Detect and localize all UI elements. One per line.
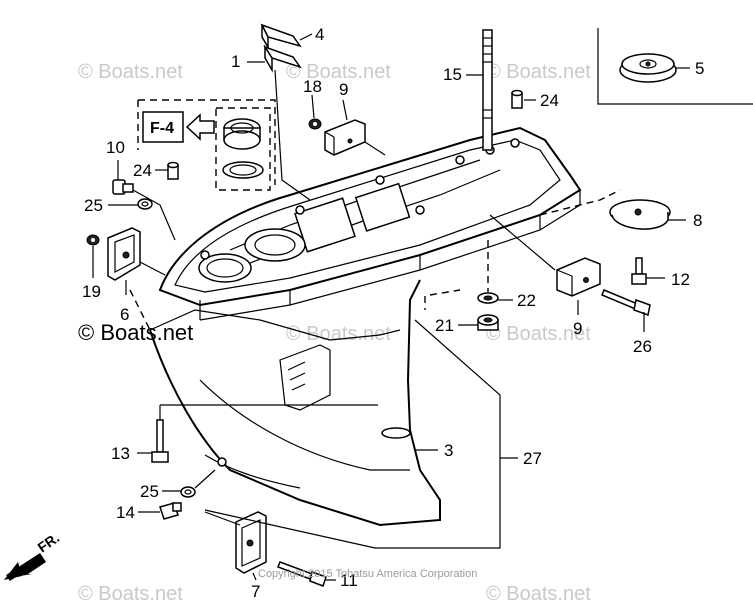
front-indicator: FR.	[35, 529, 63, 555]
part-14-bolt	[159, 502, 182, 520]
callout-27: 27	[523, 449, 542, 468]
callout-19: 19	[82, 282, 101, 301]
part-4-block-side	[261, 24, 269, 50]
part-13-bolt	[151, 419, 169, 463]
watermark: © Boats.net	[486, 61, 591, 83]
front-arrow-icon	[4, 553, 46, 581]
f4-reference-box: F-4	[137, 99, 276, 191]
callout-5: 5	[695, 59, 704, 78]
callout-24: 24	[540, 91, 559, 110]
callout-13: 13	[111, 444, 130, 463]
outline-dash	[129, 289, 151, 331]
part-10-bolt	[112, 179, 134, 195]
watermark: © Boats.net	[286, 323, 391, 345]
part-8-anode	[609, 199, 671, 230]
upper-plate	[158, 126, 582, 321]
part-12-bolt	[631, 257, 647, 285]
part-25-washer	[137, 198, 153, 210]
callout-1: 1	[231, 52, 240, 71]
callout-9: 9	[573, 319, 582, 338]
part-7-plate	[235, 511, 267, 574]
part-9-block-right	[556, 257, 601, 297]
callout-4: 4	[315, 25, 324, 44]
callout-3: 3	[444, 441, 453, 460]
part-11-bolt	[277, 561, 327, 587]
part-1-block-side	[264, 44, 273, 73]
copyright-text: Copyright 2015 Tohatsu America Corporati…	[258, 568, 477, 580]
part-24-pin-left	[167, 161, 179, 180]
callout-24: 24	[133, 161, 152, 180]
part-5-anode	[619, 53, 677, 83]
part-6-plate	[107, 227, 141, 295]
part-15-stud	[482, 29, 493, 151]
callout-11: 11	[340, 571, 358, 590]
outline-dash	[539, 189, 621, 216]
watermark: © Boats.net	[486, 583, 591, 605]
part-22-washer	[477, 292, 499, 304]
watermark: © Boats.net	[286, 61, 391, 83]
watermark: © Boats.net	[78, 61, 183, 83]
watermark: © Boats.net	[486, 323, 591, 345]
callout-22: 22	[517, 291, 536, 310]
callout-6: 6	[120, 305, 129, 324]
callout-15: 15	[443, 65, 462, 84]
callout-18: 18	[303, 77, 322, 96]
gear-case-housing	[149, 279, 441, 527]
bracket-27	[204, 319, 501, 549]
watermark: © Boats.net	[78, 320, 193, 345]
part-19-nut	[86, 234, 100, 246]
callout-7: 7	[251, 582, 260, 601]
callout-9: 9	[339, 80, 348, 99]
reference-label: F-4	[150, 120, 174, 137]
part-21-nut	[477, 314, 499, 331]
callout-8: 8	[693, 211, 702, 230]
part-9-block-upper	[324, 119, 366, 156]
part-26-bolt	[601, 289, 651, 316]
part-24-pin	[511, 89, 523, 109]
part-25-washer-lower	[180, 486, 196, 498]
watermark: © Boats.net	[78, 583, 183, 605]
callout-26: 26	[633, 337, 652, 356]
callout-25: 25	[140, 482, 159, 501]
callout-12: 12	[671, 270, 690, 289]
callout-10: 10	[106, 138, 125, 157]
callout-21: 21	[435, 316, 454, 335]
callout-14: 14	[116, 503, 135, 522]
callout-25: 25	[84, 196, 103, 215]
part-5-frame	[597, 28, 753, 105]
part-18-nut	[308, 118, 322, 130]
outline-dash	[429, 289, 461, 296]
